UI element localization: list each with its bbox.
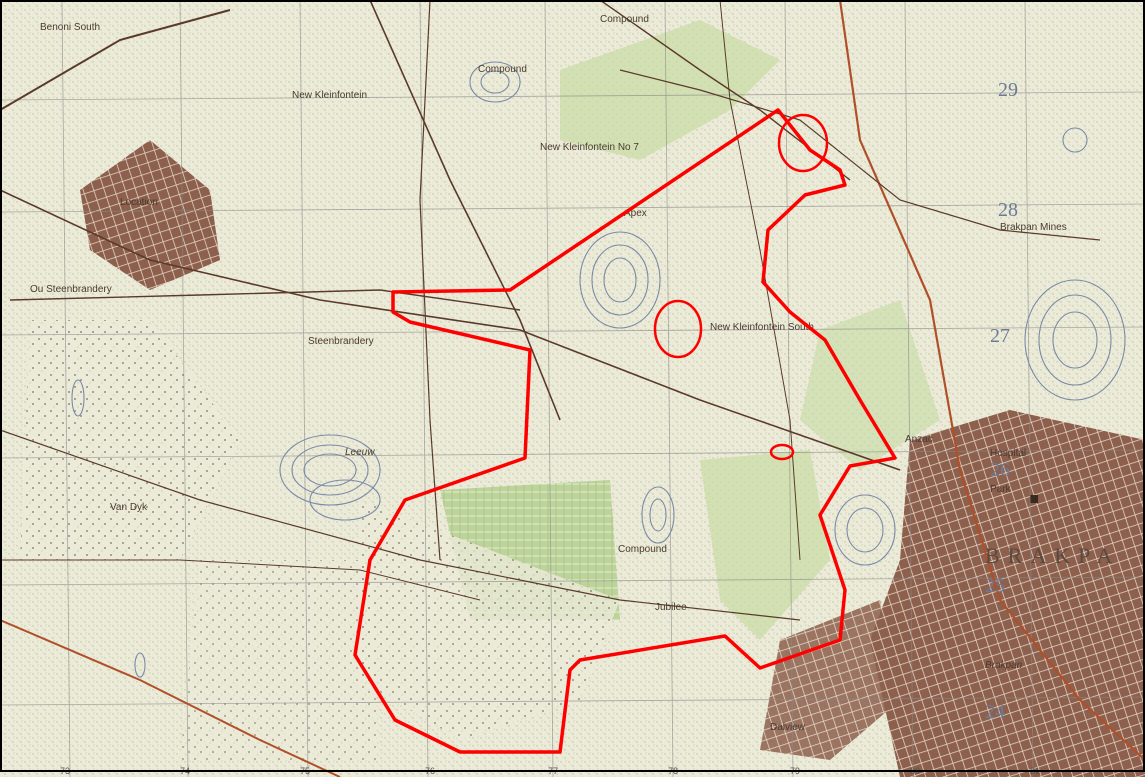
label-jubilee: Jubilee: [655, 602, 687, 613]
location-township: [80, 140, 220, 290]
label-compound-n2: Compound: [478, 64, 527, 75]
grid-number-26: 26: [990, 459, 1010, 481]
label-van-dyk: Van Dyk: [110, 502, 148, 513]
label-ou-steenbrandery: Ou Steenbrandery: [30, 284, 112, 295]
label-new-kleinfontein: New Kleinfontein: [292, 90, 367, 101]
dam-contours: [71, 61, 1126, 678]
label-leeuw: Leeuw: [345, 447, 375, 458]
study-area-boundary: [353, 108, 897, 754]
label-compound-mid: Compound: [618, 544, 667, 555]
label-anzac: Anzac: [905, 434, 933, 445]
grid-number-28: 28: [998, 199, 1018, 221]
label-location: Location: [120, 197, 158, 208]
grid-number-24: 24: [985, 701, 1005, 723]
label-hospital: Hospital: [990, 448, 1026, 459]
place-labels: Benoni South Compound Compound New Klein…: [30, 14, 1120, 733]
label-park: Park: [990, 484, 1012, 495]
grid-number-29: 29: [998, 79, 1018, 101]
label-apex: Apex: [624, 208, 647, 219]
brakpan-town: [870, 410, 1145, 777]
label-benoni-south: Benoni South: [40, 22, 100, 33]
urban-areas: [80, 140, 1145, 777]
red-circle-small: [769, 443, 795, 461]
boundary-polygon: [353, 108, 897, 754]
label-brakpan-big: BRAKPA: [985, 543, 1120, 568]
vegetation-areas: [20, 20, 940, 760]
label-compound-n: Compound: [600, 14, 649, 25]
label-new-kleinfontein-south: New Kleinfontein South: [710, 322, 814, 333]
grid-number-25: 25: [985, 575, 1005, 597]
label-steenbrandery: Steenbrandery: [308, 336, 374, 347]
grid-number-27: 27: [990, 325, 1010, 347]
label-brakpan-small: Brakpan: [985, 660, 1023, 671]
label-dalview: Dalview: [770, 722, 806, 733]
red-circle-northeast: [777, 113, 829, 173]
label-new-kleinfontein-no7: New Kleinfontein No 7: [540, 142, 639, 153]
label-brakpan-mines: Brakpan Mines: [1000, 222, 1067, 233]
grid-numbers: 29 28 27 26 25 24: [985, 79, 1018, 723]
red-circle-center: [653, 299, 703, 359]
